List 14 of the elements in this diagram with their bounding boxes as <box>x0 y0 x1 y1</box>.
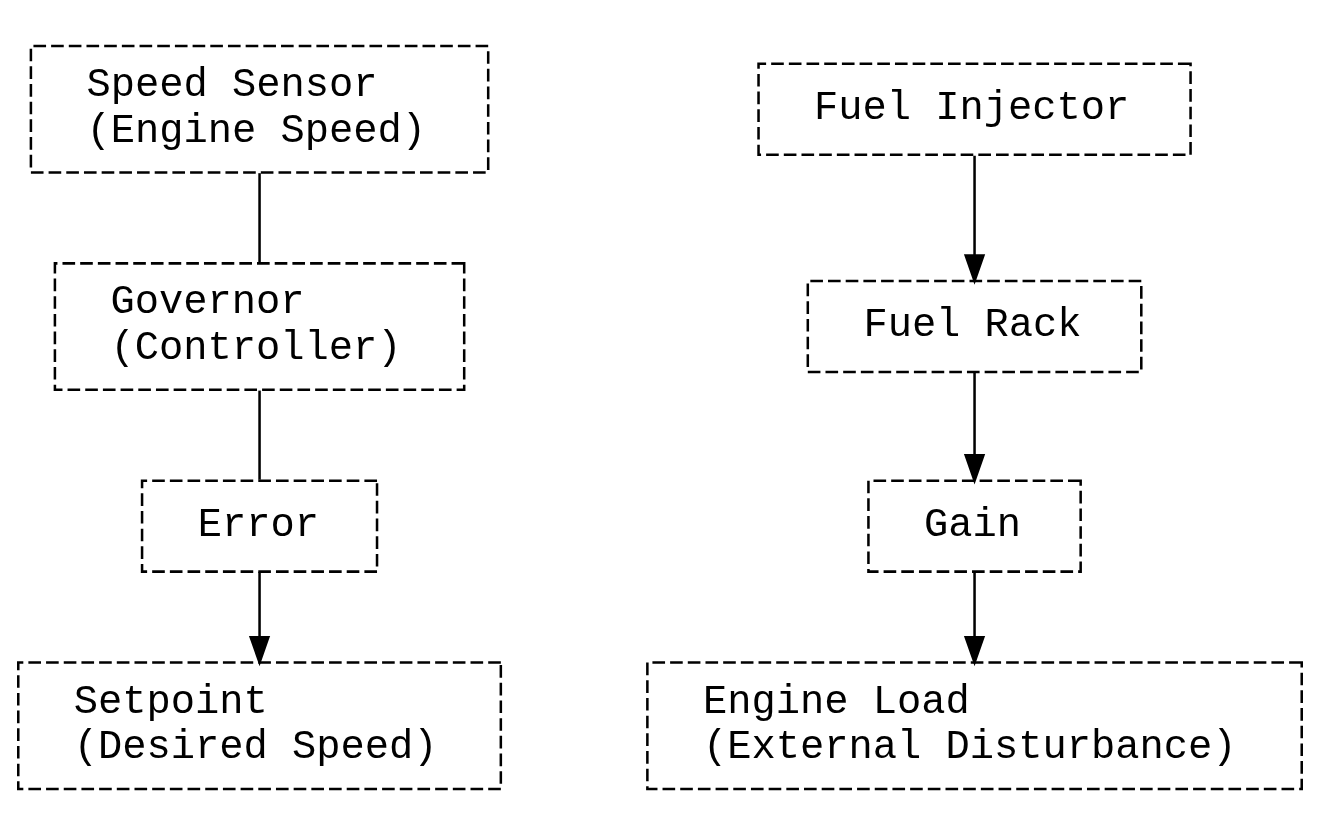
arrow <box>248 571 271 666</box>
node-box: Error <box>140 478 379 573</box>
node-box: Engine Load (External Disturbance) <box>646 660 1303 790</box>
arrow <box>963 371 986 484</box>
node-box: Fuel Injector <box>757 62 1192 156</box>
node-box: Governor (Controller) <box>53 261 466 391</box>
node-box: Gain <box>867 478 1082 573</box>
node-box: Fuel Rack <box>806 279 1143 373</box>
arrow <box>963 571 986 666</box>
node-box: Speed Sensor (Engine Speed) <box>29 44 490 174</box>
connector <box>258 172 261 263</box>
arrow <box>963 155 986 285</box>
connector <box>258 390 261 480</box>
node-box: Setpoint (Desired Speed) <box>17 660 503 790</box>
